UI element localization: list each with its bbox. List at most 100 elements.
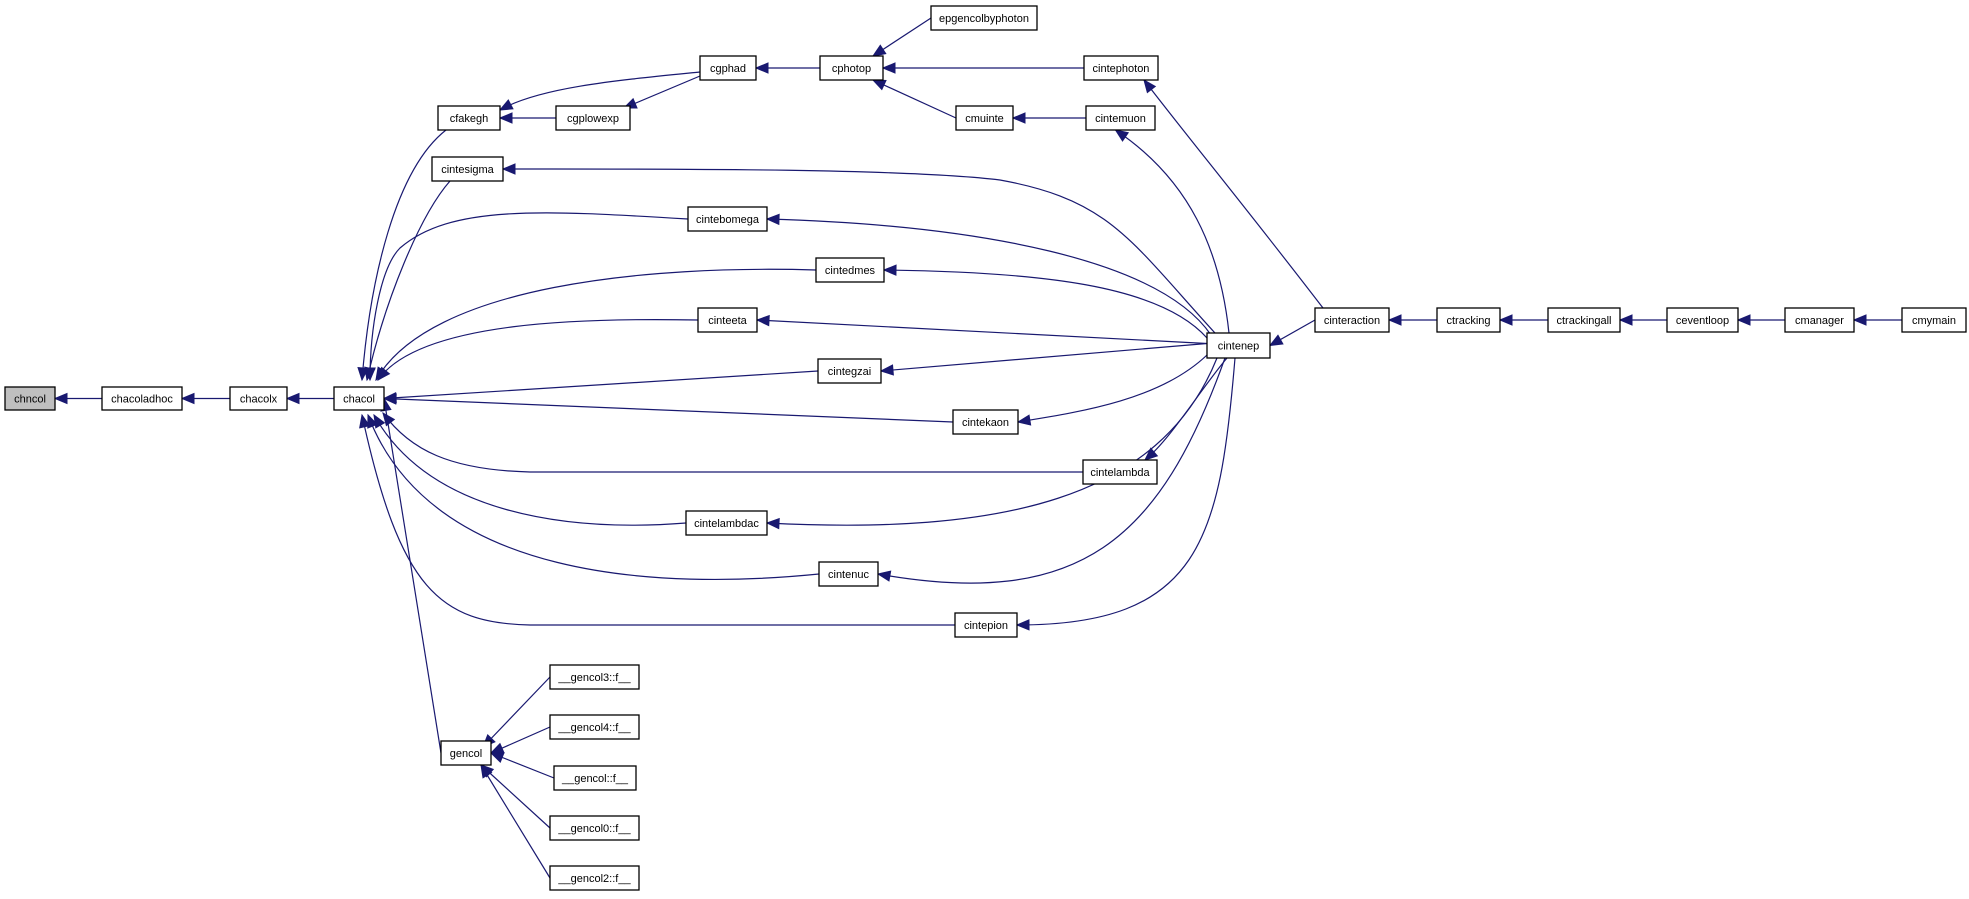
node-label-gencol2: __gencol2::f__: [557, 873, 631, 885]
node-label-cintemuon: cintemuon: [1095, 113, 1146, 125]
node-box-cinteraction[interactable]: [1314, 307, 1390, 333]
node-cintegzai[interactable]: cintegzai: [817, 358, 882, 384]
node-box-ceventloop[interactable]: [1666, 307, 1739, 333]
node-box-cintemuon[interactable]: [1085, 105, 1156, 131]
node-box-gencol4[interactable]: [549, 714, 640, 740]
node-cintesigma[interactable]: cintesigma: [431, 156, 504, 182]
edge-cintenep-to-cintenuc: [877, 357, 1226, 584]
node-box-chacoladhoc[interactable]: [101, 386, 183, 411]
node-box-chncol[interactable]: [4, 386, 56, 411]
edge-cintebomega-to-chacol: [369, 212, 689, 381]
node-cphotop[interactable]: cphotop: [819, 55, 884, 81]
node-box-cintelambdac[interactable]: [685, 510, 768, 536]
node-box-cfakegh[interactable]: [437, 105, 501, 131]
node-box-cintebomega[interactable]: [687, 206, 768, 232]
node-cinteraction[interactable]: cinteraction: [1314, 307, 1390, 333]
node-box-chacol[interactable]: [333, 386, 385, 411]
node-box-cintedmes[interactable]: [815, 257, 885, 283]
node-cgphad[interactable]: cgphad: [699, 55, 757, 81]
edge-cintenep-to-cintedmes-arrowhead: [882, 264, 897, 276]
node-box-cgphad[interactable]: [699, 55, 757, 81]
edge-cintelambda-to-chacol-arrowhead: [382, 411, 396, 427]
node-chacoladhoc[interactable]: chacoladhoc: [101, 386, 183, 411]
edge-chacolx-to-chacoladhoc-arrowhead: [180, 392, 195, 405]
node-box-chacolx[interactable]: [229, 386, 288, 411]
edge-cinteeta-to-chacol: [377, 318, 699, 381]
node-chacol[interactable]: chacol: [333, 386, 385, 411]
edge-cfakegh-to-chacol: [361, 129, 447, 381]
edge-cintenep-to-cinteeta-arrowhead: [755, 314, 770, 327]
node-cgplowexp[interactable]: cgplowexp: [555, 105, 631, 131]
edge-cintenep-to-cintegzai-arrowhead: [879, 364, 894, 376]
node-cinteeta[interactable]: cinteeta: [697, 307, 758, 333]
node-label-chacoladhoc: chacoladhoc: [111, 394, 173, 406]
node-box-gencol3[interactable]: [549, 664, 640, 690]
node-cintedmes[interactable]: cintedmes: [815, 257, 885, 283]
edge-epgencolbyphoton-to-cphotop-arrowhead: [871, 44, 887, 57]
node-box-cintegzai[interactable]: [817, 358, 882, 384]
node-box-epgencolbyphoton[interactable]: [930, 5, 1038, 31]
node-chacolx[interactable]: chacolx: [229, 386, 288, 411]
node-cintemuon[interactable]: cintemuon: [1085, 105, 1156, 131]
edge-ctracking-to-cinteraction-arrowhead: [1387, 314, 1402, 326]
node-box-gencol2[interactable]: [549, 865, 640, 891]
node-label-cintephoton: cintephoton: [1093, 63, 1150, 75]
node-box-cmymain[interactable]: [1901, 307, 1967, 333]
node-box-cintelambda[interactable]: [1082, 459, 1158, 485]
node-cintephoton[interactable]: cintephoton: [1083, 55, 1159, 81]
node-box-cgplowexp[interactable]: [555, 105, 631, 131]
node-box-cintesigma[interactable]: [431, 156, 504, 182]
node-box-gencol[interactable]: [440, 740, 492, 766]
node-ctrackingall[interactable]: ctrackingall: [1547, 307, 1621, 333]
edge-cintekaon-to-chacol-arrowhead: [382, 393, 397, 405]
node-gencolf[interactable]: __gencol::f__: [553, 765, 637, 791]
edge-cinteeta-to-chacol-arrowhead: [377, 366, 391, 382]
node-label-chncol: chncol: [14, 394, 46, 406]
edge-cintedmes-to-chacol: [375, 268, 817, 381]
node-cintelambdac[interactable]: cintelambdac: [685, 510, 768, 536]
node-box-ctracking[interactable]: [1436, 307, 1501, 333]
node-epgencolbyphoton[interactable]: epgencolbyphoton: [930, 5, 1038, 31]
node-box-cintephoton[interactable]: [1083, 55, 1159, 81]
node-cmuinte[interactable]: cmuinte: [955, 105, 1014, 131]
node-box-cphotop[interactable]: [819, 55, 884, 81]
node-box-cintekaon[interactable]: [952, 409, 1019, 435]
node-label-cgphad: cgphad: [710, 63, 746, 75]
edge-gencol0-to-gencol: [480, 764, 551, 829]
node-cintenep[interactable]: cintenep: [1206, 332, 1271, 359]
node-box-cintenuc[interactable]: [818, 561, 879, 587]
node-box-cintenep[interactable]: [1206, 332, 1271, 359]
node-gencol3[interactable]: __gencol3::f__: [549, 664, 640, 690]
edge-cintepion-to-chacol: [361, 414, 955, 626]
node-ceventloop[interactable]: ceventloop: [1666, 307, 1739, 333]
node-cintepion[interactable]: cintepion: [954, 612, 1018, 638]
node-gencol[interactable]: gencol: [440, 740, 492, 766]
node-cmymain[interactable]: cmymain: [1901, 307, 1967, 333]
edge-cintenep-to-cintesigma: [502, 168, 1216, 334]
node-chncol[interactable]: chncol: [4, 386, 56, 411]
node-label-cmanager: cmanager: [1795, 315, 1844, 327]
node-box-cintepion[interactable]: [954, 612, 1018, 638]
node-cintelambda[interactable]: cintelambda: [1082, 459, 1158, 485]
node-cintekaon[interactable]: cintekaon: [952, 409, 1019, 435]
node-box-cmanager[interactable]: [1784, 307, 1855, 333]
node-gencol2[interactable]: __gencol2::f__: [549, 865, 640, 891]
node-label-cintelambdac: cintelambdac: [694, 518, 759, 530]
edge-gencol3-to-gencol: [482, 676, 551, 748]
node-box-cmuinte[interactable]: [955, 105, 1014, 131]
node-cfakegh[interactable]: cfakegh: [437, 105, 501, 131]
node-box-cinteeta[interactable]: [697, 307, 758, 333]
node-box-gencol0[interactable]: [549, 815, 640, 841]
node-box-ctrackingall[interactable]: [1547, 307, 1621, 333]
node-cmanager[interactable]: cmanager: [1784, 307, 1855, 333]
node-ctracking[interactable]: ctracking: [1436, 307, 1501, 333]
node-cintenuc[interactable]: cintenuc: [818, 561, 879, 587]
edge-cintenuc-to-chacol: [367, 414, 820, 581]
edge-cintelambdac-to-chacol-arrowhead: [373, 413, 386, 429]
node-gencol4[interactable]: __gencol4::f__: [549, 714, 640, 740]
node-label-ctracking: ctracking: [1446, 315, 1490, 327]
node-cintebomega[interactable]: cintebomega: [687, 206, 768, 232]
node-box-gencolf[interactable]: [553, 765, 637, 791]
node-gencol0[interactable]: __gencol0::f__: [549, 815, 640, 841]
